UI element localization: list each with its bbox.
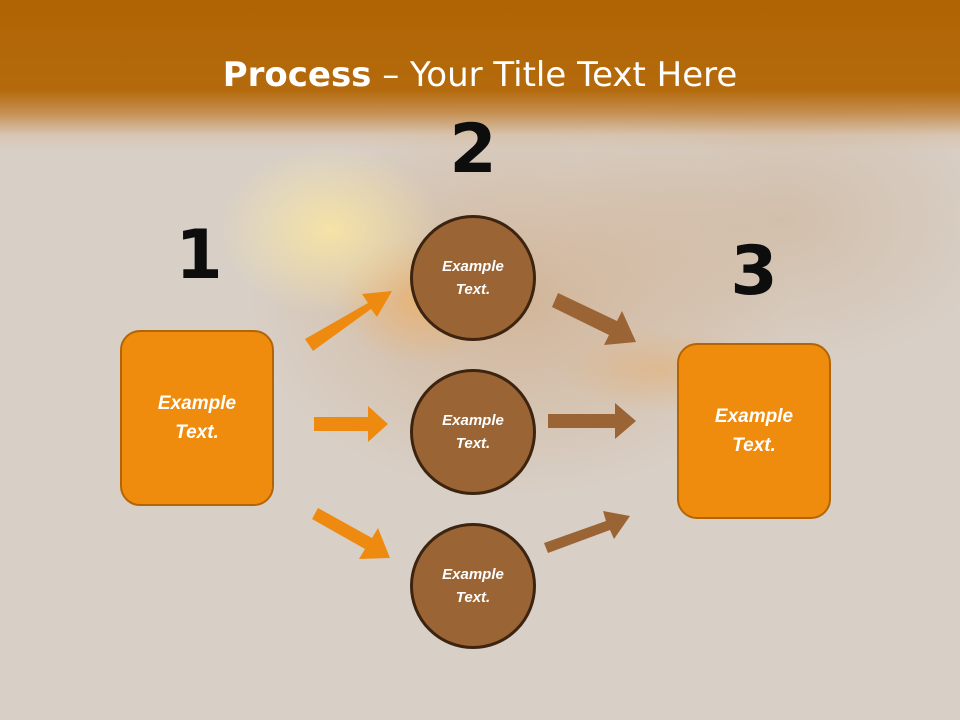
circle-middle-text: Example Text. <box>442 412 504 452</box>
step-2-circle-middle[interactable]: Example Text. <box>410 369 536 495</box>
step-3-box-text: Example Text. <box>714 406 794 456</box>
step-3-box[interactable]: Example Text. <box>677 343 831 519</box>
circle-bottom-text: Example Text. <box>442 566 504 606</box>
step-2-circle-bottom[interactable]: Example Text. <box>410 523 536 649</box>
circle-top-text: Example Text. <box>442 258 504 298</box>
arrow-1-to-bottom <box>312 508 390 559</box>
step-3-number: 3 <box>730 232 778 311</box>
title-bar <box>0 0 960 150</box>
step-1-box-text: Example Text. <box>157 393 237 443</box>
title-bold-text: Process <box>222 55 372 95</box>
arrow-bottom-to-3 <box>544 511 630 553</box>
step-2-circle-top[interactable]: Example Text. <box>410 215 536 341</box>
arrow-1-to-middle <box>314 406 388 442</box>
arrow-top-to-3 <box>552 293 636 345</box>
step-2-number: 2 <box>449 110 497 189</box>
arrow-1-to-top <box>305 291 392 351</box>
step-1-box[interactable]: Example Text. <box>120 330 274 506</box>
title-rest-text: – Your Title Text Here <box>371 55 738 95</box>
step-1-number: 1 <box>175 216 223 295</box>
slide-title[interactable]: Process – Your Title Text Here <box>0 52 960 98</box>
arrow-middle-to-3 <box>548 403 636 439</box>
